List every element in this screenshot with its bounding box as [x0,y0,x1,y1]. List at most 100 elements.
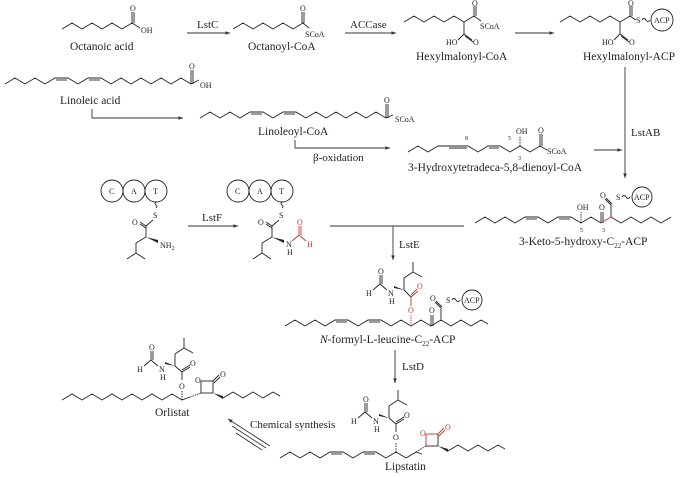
oxygen-atom: O [378,267,384,276]
sulfur-atom: S [636,16,640,25]
nformyl-italic-n: N [319,334,329,346]
lactone-oxygen: O [420,429,426,438]
acp-domain-circle [631,186,653,208]
keto-acp-subscript: 22 [614,242,622,250]
linoleoyl-coa-label: Linoleoyl-CoA [258,126,329,138]
sulfur-atom: S [616,193,620,202]
enzyme-lstd-label: LstD [402,361,424,373]
enzyme-lstf-label: LstF [202,212,222,224]
formyl-oxygen: O [297,218,303,227]
scoa-group: SCoA [395,115,415,124]
hydrogen-atom: H [351,417,357,426]
nh-text: NH [160,241,172,250]
hydroxyl-group: OH [200,81,212,90]
scoa-group: SCoA [305,30,325,39]
oxygen-atom: O [599,203,605,212]
oxygen-atom: O [472,0,478,8]
locant-5: 5 [580,228,583,234]
ester-oxygen: O [179,382,185,391]
linoleic-acid-structure: O OH [4,62,212,90]
hydroxyl-group: HO [602,38,614,47]
c-domain-label: C [235,187,240,196]
cat-leucine-structure: C A T S O NH2 [100,179,175,260]
acp-domain-circle [461,289,483,311]
lipstatin-label: Lipstatin [385,461,426,473]
orlistat-label: Orlistat [155,407,190,419]
t-domain-label: T [153,187,158,196]
oxygen-atom: O [149,343,155,352]
t-domain-label: T [279,187,284,196]
orlistat-structure: O O N H O H O O [61,338,281,401]
a-domain-label: A [257,187,263,196]
acp-label: ACP [654,16,670,25]
nformyl-leucine-acp-structure: O O O S ACP O N H O H [284,262,489,327]
keto-acp-prefix: 3-Keto-5-hydroxy-C [519,236,615,248]
acp-label: ACP [464,296,480,305]
hydrogen-atom: H [137,365,143,374]
chemical-synthesis-arrow-line [231,425,267,449]
formyl-hydrogen: H [307,240,313,249]
nformyl-subscript: 22 [422,340,430,348]
nformyl-leucine-acp-label: N-formyl-L-leucine-C22-ACP [319,334,455,348]
beta-oxidation-arrow [294,140,390,150]
hydroxyl-group: OH [577,203,589,212]
hexylmalonyl-acp-structure: O S ACP HO O [559,0,674,47]
oxygen-atom: O [430,294,436,303]
nitrogen-atom: N [373,417,379,426]
oxygen-atom: O [628,0,634,8]
oxygen-atom: O [132,218,138,227]
oxygen-atom: O [600,191,606,200]
chemical-synthesis-label: Chemical synthesis [250,419,335,431]
locant-5: 5 [508,136,511,142]
hydrogen-atom: H [374,425,380,434]
oxygen-atom: O [363,395,369,404]
scoa-group: SCoA [480,22,500,31]
scoa-group: SCoA [547,147,567,156]
keto-hydroxy-acp-structure: OH 5 O 3 O S ACP [474,186,672,234]
hydrogen-atom: H [366,289,372,298]
oxygen-atom: O [130,4,136,13]
sulfur-atom: S [446,296,450,305]
oxygen-atom: O [189,62,195,71]
beta-oxidation-label: β-oxidation [313,152,364,164]
oxygen-atom: O [300,4,306,13]
c-domain-label: C [109,187,114,196]
acp-label: ACP [634,193,650,202]
octanoic-acid-label: Octanoic acid [70,41,134,53]
oxygen-atom: O [429,306,435,315]
enzyme-accase-label: ACCase [350,19,387,31]
oxygen-atom: O [473,38,479,47]
carbonyl-oxygen: O [220,370,226,379]
octanoic-acid-structure: O OH [61,4,153,35]
sulfur-atom: S [153,211,157,220]
keto-acp-suffix: -ACP [621,236,647,248]
enzyme-lste-label: LstE [399,239,420,251]
octanoyl-coa-structure: O SCoA [232,4,325,39]
enzyme-lstc-label: LstC [197,19,218,31]
ester-oxygen: O [393,433,399,442]
hydroxyl-group: HO [446,38,458,47]
cat-formyl-leucine-structure: C A T S O N H O H [226,179,313,260]
oxygen-atom: O [258,218,264,227]
nitrogen-atom: N [388,289,394,298]
locant-8: 8 [465,136,468,142]
hydroxyl-group: OH [141,26,153,35]
lactone-oxygen: O [195,376,201,385]
nitrogen-atom: N [159,365,165,374]
nformyl-mid: -formyl-L-leucine-C [328,334,423,346]
acp-domain-circle [650,8,674,32]
oxygen-atom: O [190,359,196,368]
chemical-synthesis-arrow [227,418,271,447]
keto-hydroxy-acp-label: 3-Keto-5-hydroxy-C22-ACP [519,236,647,250]
hydroxy-dienoyl-coa-label: 3-Hydroxytetradeca-5,8-dienoyl-CoA [408,162,583,174]
hexylmalonyl-acp-label: Hexylmalonyl-ACP [583,51,675,63]
hydrogen-atom: H [287,248,293,257]
amine-group: NH2 [160,241,175,252]
hexylmalonyl-coa-structure: O SCoA HO O [403,0,500,47]
hydroxyl-group: OH [516,127,528,136]
locant-3: 3 [602,228,605,234]
octanoyl-coa-label: Octanoyl-CoA [248,41,316,53]
linoleic-to-linoleoyl-arrow [91,109,183,120]
oxygen-atom: O [538,126,544,135]
linoleic-acid-label: Linoleic acid [60,95,121,107]
